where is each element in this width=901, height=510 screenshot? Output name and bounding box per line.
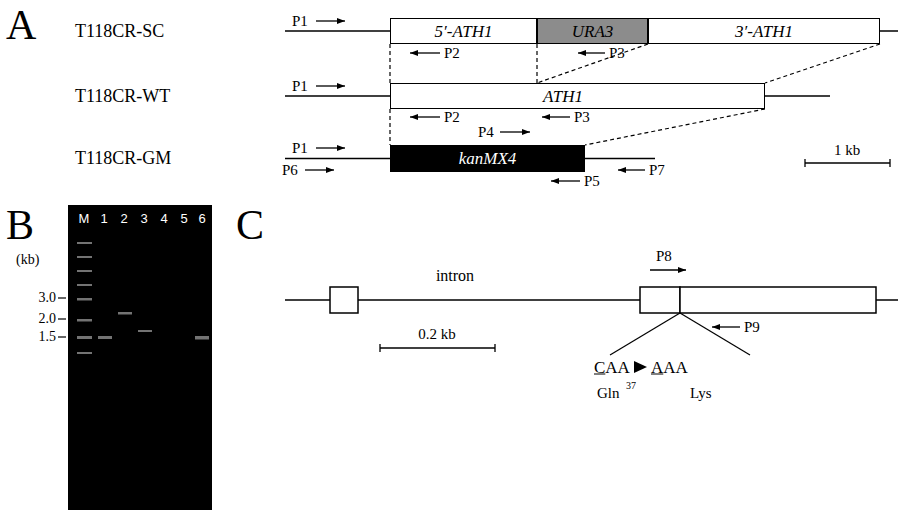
panel-letter: C (236, 204, 264, 246)
gene-fragment-box: 5′-ATH1 (390, 18, 537, 44)
primer-label: P6 (282, 163, 298, 178)
lane-label: 4 (160, 212, 167, 225)
primer-label: P3 (574, 110, 590, 125)
gel-image (58, 205, 212, 510)
region-label: intron (436, 268, 474, 284)
mutation-arrow (634, 361, 647, 373)
node-text: kanMX4 (459, 150, 517, 167)
codon-label: AAA (651, 359, 688, 376)
lane-label: 5 (180, 212, 187, 225)
strain-label: T118CR-GM (75, 149, 171, 167)
size-marker: 2.0 (39, 312, 57, 326)
strain-label: T118CR-WT (75, 87, 170, 105)
cassette-box: kanMX4 (390, 145, 585, 172)
primer-label: P8 (656, 249, 672, 264)
marker-gene-box: URA3 (537, 18, 648, 44)
alignment-line (765, 44, 880, 83)
node-text: 5′-ATH1 (435, 23, 493, 40)
scale-bars (380, 159, 890, 352)
lane-label: 3 (140, 212, 147, 225)
scale-label: 0.2 kb (418, 327, 456, 342)
lane-label: 2 (120, 212, 127, 225)
primer-label: P3 (609, 46, 625, 61)
gene-fragment-box: 3′-ATH1 (648, 18, 880, 44)
node-text: URA3 (572, 23, 614, 40)
alignment-line (389, 44, 390, 83)
primer-label: P4 (478, 125, 494, 140)
gene-box: ATH1 (390, 83, 765, 109)
lane-label: 1 (100, 212, 107, 225)
panel-letter: A (6, 4, 36, 46)
primer-label: P1 (292, 79, 308, 94)
node-text: 3′-ATH1 (735, 23, 793, 40)
strain-label: T118CR-SC (75, 22, 164, 40)
amino-acid-label: Gln (597, 386, 620, 401)
primer-label: P5 (584, 174, 600, 189)
node-text: ATH1 (543, 88, 583, 105)
scale-label: 1 kb (834, 143, 860, 158)
lane-label: M (79, 212, 90, 225)
primer-label: P1 (292, 141, 308, 156)
primer-label: P9 (744, 320, 760, 335)
amino-acid-label: Lys (690, 386, 712, 401)
primer-label: P7 (649, 163, 665, 178)
primer-label: P1 (292, 14, 308, 29)
gene-structure (285, 287, 898, 355)
alignment-line (585, 109, 765, 145)
primer-label: P2 (444, 110, 460, 125)
alignment-line (537, 44, 648, 83)
unit-label: (kb) (16, 253, 39, 267)
primer-arrows (305, 21, 740, 327)
codon-label: CAA (594, 359, 630, 376)
size-marker: 1.5 (39, 330, 57, 344)
alignment-line (536, 44, 537, 83)
residue-number: 37 (626, 381, 636, 391)
size-marker: 3.0 (39, 291, 57, 305)
panel-letter: B (6, 204, 34, 246)
lane-label: 6 (198, 212, 205, 225)
chromosome-lines (285, 31, 898, 159)
alignment-line (389, 109, 390, 145)
primer-label: P2 (444, 46, 460, 61)
